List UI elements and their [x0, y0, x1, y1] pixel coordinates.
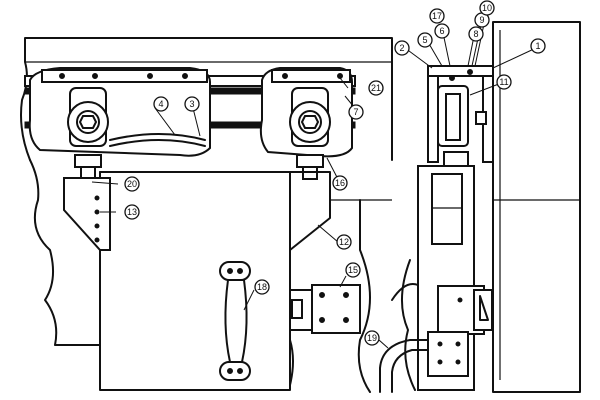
- callout-20: 20: [124, 176, 140, 192]
- callout-3: 3: [184, 96, 200, 112]
- svg-text:3: 3: [189, 99, 194, 109]
- wall-jamb: [492, 21, 581, 393]
- door-pull-handle: [219, 261, 251, 381]
- callout-17: 17: [429, 8, 445, 24]
- callout-4: 4: [153, 96, 169, 112]
- side-handle-profile: [391, 283, 419, 301]
- side-wall-edge: [400, 259, 416, 391]
- svg-text:8: 8: [473, 29, 478, 39]
- callout-8: 8: [468, 26, 484, 42]
- svg-text:2: 2: [399, 43, 404, 53]
- callout-13: 13: [124, 204, 140, 220]
- callout-10: 10: [479, 0, 495, 16]
- side-track-bracket: [427, 65, 494, 163]
- callout-11: 11: [496, 74, 512, 90]
- svg-text:9: 9: [479, 15, 484, 25]
- side-floor-guide: [379, 331, 469, 393]
- wall-edge: [357, 199, 371, 393]
- callout-7: 7: [348, 104, 364, 120]
- callout-2: 2: [394, 40, 410, 56]
- svg-text:4: 4: [158, 99, 163, 109]
- svg-text:20: 20: [127, 179, 137, 189]
- callout-18: 18: [254, 279, 270, 295]
- callout-5: 5: [417, 32, 433, 48]
- callout-19: 19: [364, 330, 380, 346]
- svg-text:10: 10: [482, 3, 492, 13]
- svg-text:21: 21: [371, 83, 381, 93]
- callout-6: 6: [434, 23, 450, 39]
- side-view: [379, 21, 581, 393]
- callout-21: 21: [368, 80, 384, 96]
- hanger-bolts: [74, 154, 324, 186]
- svg-text:11: 11: [499, 77, 508, 87]
- door-panel: [29, 159, 392, 391]
- header-wall: [20, 37, 393, 161]
- svg-text:19: 19: [367, 333, 377, 343]
- svg-text:18: 18: [257, 282, 267, 292]
- svg-text:16: 16: [335, 178, 345, 188]
- left-bracket: [63, 177, 111, 251]
- left-trolley: [28, 67, 211, 157]
- callout-1: 1: [530, 38, 546, 54]
- front-view: [20, 37, 393, 393]
- door-edge-detail: [289, 339, 294, 386]
- svg-text:6: 6: [439, 26, 444, 36]
- side-hanger-bolt: [443, 151, 469, 167]
- svg-text:17: 17: [432, 11, 442, 21]
- stay-roller-bracket: [289, 284, 361, 334]
- svg-text:7: 7: [353, 107, 358, 117]
- callout-15: 15: [345, 262, 361, 278]
- svg-text:12: 12: [339, 237, 349, 247]
- right-trolley: [259, 67, 353, 158]
- svg-text:1: 1: [535, 41, 540, 51]
- callout-12: 12: [336, 234, 352, 250]
- svg-text:5: 5: [422, 35, 427, 45]
- svg-text:13: 13: [127, 207, 137, 217]
- callout-16: 16: [332, 175, 348, 191]
- svg-text:15: 15: [348, 265, 358, 275]
